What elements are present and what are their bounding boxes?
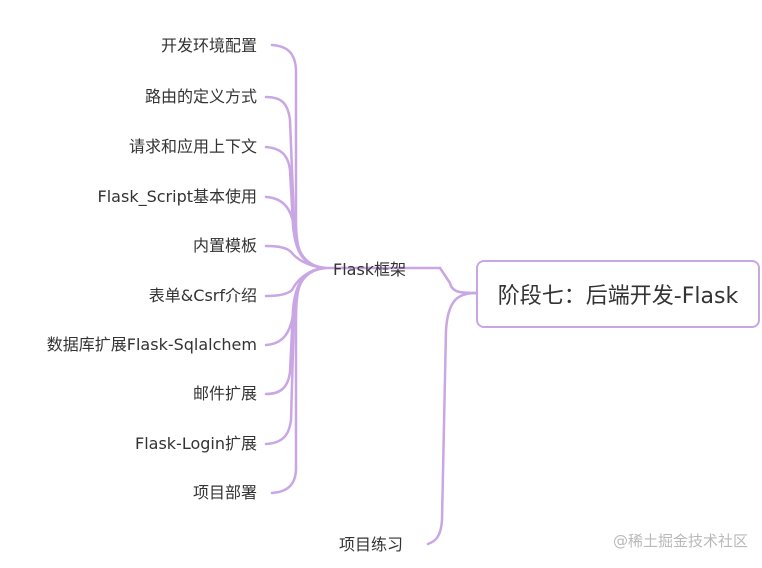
root-topic-label: 阶段七：后端开发-Flask <box>497 284 739 309</box>
leaf-topic: 表单&Csrf介绍 <box>148 286 257 305</box>
leaf-topic: 项目部署 <box>192 483 257 502</box>
root-to-flask-framework-connector <box>438 266 478 295</box>
branch-to-leaf-connector <box>270 266 327 495</box>
leaf-topic: 路由的定义方式 <box>144 87 257 106</box>
branch-to-leaf-connector <box>270 43 327 270</box>
leaf-topic: 内置模板 <box>192 236 257 255</box>
leaf-topic: 数据库扩展Flask-Sqlalchem <box>46 335 257 354</box>
leaf-topic: Flask_Script基本使用 <box>97 187 257 206</box>
root-topic-node: 阶段七：后端开发-Flask <box>476 260 760 328</box>
watermark: @稀土掘金技术社区 <box>612 532 748 550</box>
leaf-topic: 开发环境配置 <box>160 36 257 55</box>
branch-to-leaf-connector <box>264 195 327 270</box>
root-to-project-practice-connector <box>426 291 478 546</box>
leaf-topic: 邮件扩展 <box>192 384 257 403</box>
branch-flask-framework: Flask框架 <box>333 260 407 279</box>
leaf-topic: 请求和应用上下文 <box>128 137 257 156</box>
branch-to-leaf-connector <box>264 244 327 270</box>
leaf-topic: Flask-Login扩展 <box>135 434 257 453</box>
branch-project-practice: 项目练习 <box>339 535 404 554</box>
